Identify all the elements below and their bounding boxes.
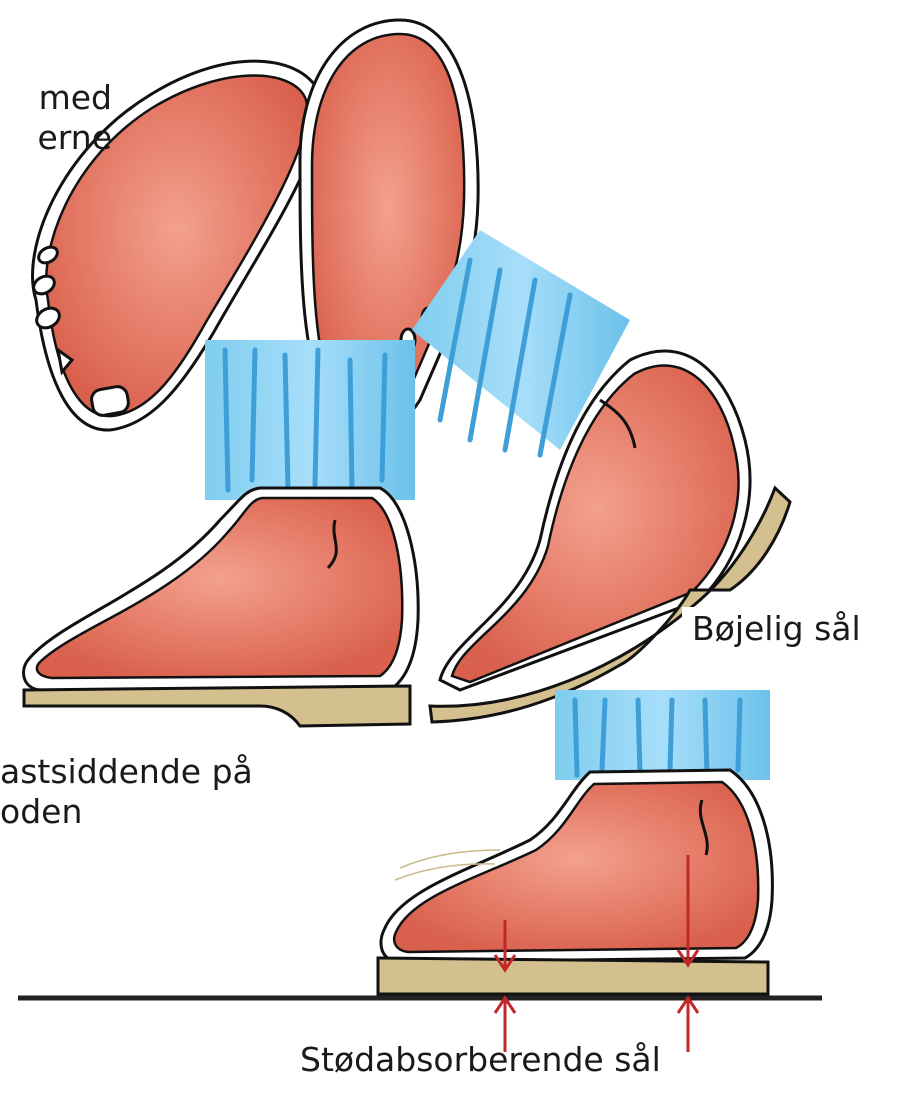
force-arrow-up-heel bbox=[678, 998, 698, 1052]
label-shock-absorbing-sole: Stødabsorberende sål bbox=[300, 1040, 661, 1080]
label-fixed-line1: astsiddende på bbox=[0, 752, 253, 792]
label-fixed-line2: oden bbox=[0, 792, 253, 832]
side-view-foot-bottom bbox=[18, 690, 822, 1052]
label-toes-line1: med bbox=[0, 78, 112, 118]
label-toes-line2: erne bbox=[0, 118, 112, 158]
label-flexible-sole: Bøjelig sål bbox=[682, 607, 867, 653]
label-toes: med erne bbox=[0, 78, 112, 158]
label-fixed-on-foot: astsiddende på oden bbox=[0, 752, 253, 832]
